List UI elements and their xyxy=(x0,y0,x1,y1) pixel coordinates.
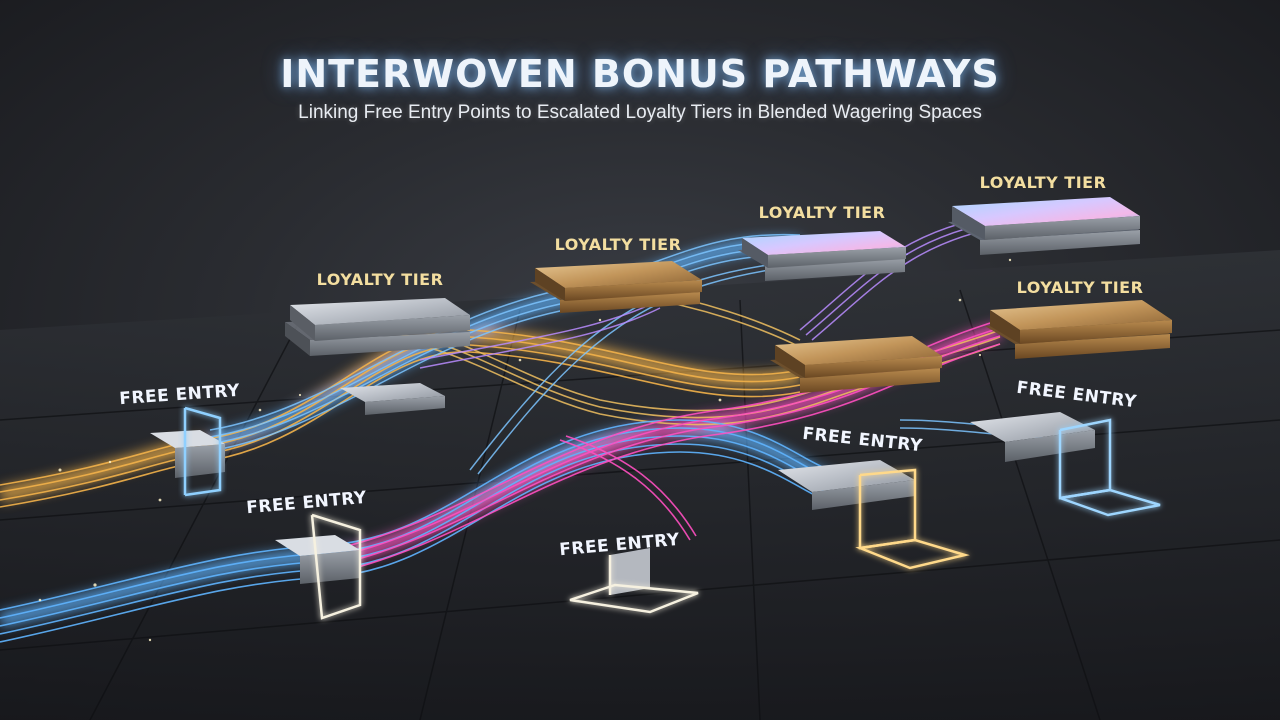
page-title: INTERWOVEN BONUS PATHWAYS xyxy=(280,52,1000,96)
central-hub-block xyxy=(770,336,942,393)
loyalty-tier-3-label: LOYALTY TIER xyxy=(759,203,886,222)
loyalty-tier-1-top xyxy=(290,298,470,325)
loyalty-tier-5-label: LOYALTY TIER xyxy=(1017,278,1144,297)
sparkles xyxy=(38,258,1012,642)
stream-blue-1 xyxy=(0,419,831,643)
loyalty-tier-3-top xyxy=(742,231,906,255)
loyalty-tier-5-top xyxy=(990,300,1172,330)
loyalty-tier-5: LOYALTY TIER xyxy=(985,278,1172,359)
page-subtitle: Linking Free Entry Points to Escalated L… xyxy=(298,102,982,123)
free-entry-1: FREE ENTRY xyxy=(119,381,241,497)
connector-block xyxy=(340,383,445,415)
loyalty-tier-2: LOYALTY TIER xyxy=(530,235,702,313)
loyalty-tier-1-label: LOYALTY TIER xyxy=(317,270,444,289)
loyalty-tier-2-label: LOYALTY TIER xyxy=(555,235,682,254)
loyalty-tier-4-top xyxy=(952,197,1140,226)
loyalty-tier-1: LOYALTY TIER xyxy=(285,270,470,356)
loyalty-tier-4-label: LOYALTY TIER xyxy=(980,173,1107,192)
loyalty-tier-4: LOYALTY TIER xyxy=(948,173,1140,255)
free-entry-3: FREE ENTRY xyxy=(559,530,699,614)
loyalty-tier-3: LOYALTY TIER xyxy=(738,203,906,281)
loyalty-tier-2-top xyxy=(535,261,702,288)
stream-gold-1 xyxy=(0,329,801,508)
